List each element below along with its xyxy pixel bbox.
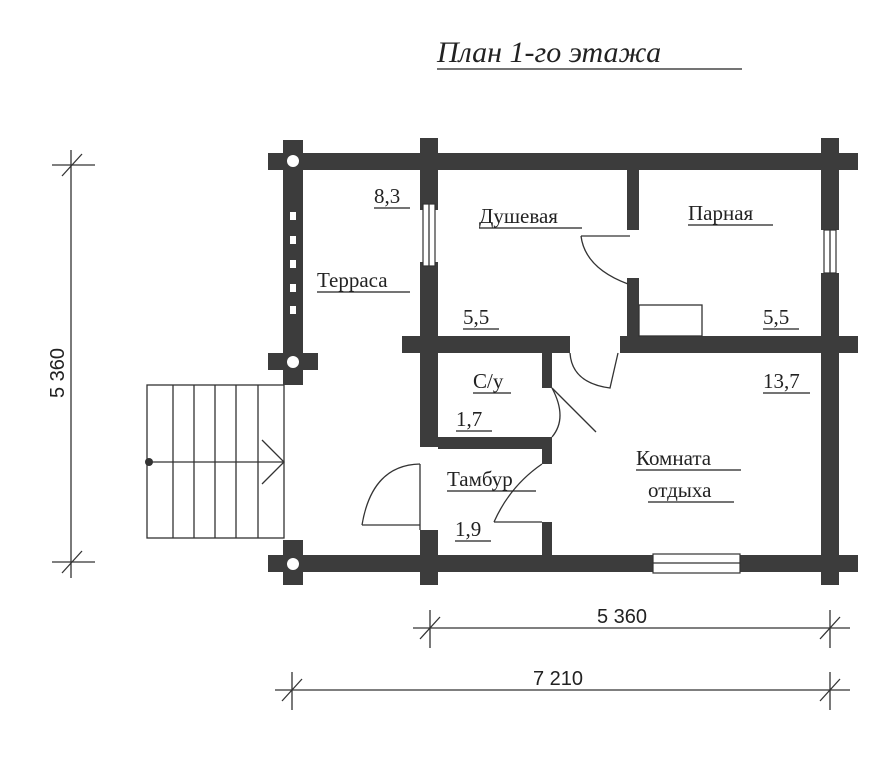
shower-label: Душевая — [479, 204, 558, 228]
vestibule-label: Тамбур — [447, 467, 513, 491]
rest-room-area: 13,7 — [763, 369, 800, 393]
terrace-label: Терраса — [317, 268, 388, 292]
rest-room-label-line1: Комната — [636, 446, 712, 470]
steam-area: 5,5 — [763, 305, 789, 329]
posts — [287, 155, 299, 570]
room-labels: 8,3 Терраса Душевая 5,5 Парная 5,5 С/у 1… — [317, 184, 810, 542]
total-width-dimension: 7 210 — [275, 668, 850, 710]
inner-width-value: 5 360 — [597, 606, 647, 628]
height-dimension-value: 5 360 — [47, 348, 69, 398]
vestibule-area: 1,9 — [455, 517, 481, 541]
terrace-area: 8,3 — [374, 184, 400, 208]
doors — [361, 235, 703, 530]
shower-area: 5,5 — [463, 305, 489, 329]
steam-label: Парная — [688, 201, 754, 225]
walls — [268, 138, 858, 585]
wc-area: 1,7 — [456, 407, 482, 431]
windows — [286, 200, 837, 574]
plan-title: План 1-го этажа — [436, 36, 661, 69]
height-dimension: 5 360 — [47, 150, 95, 578]
total-width-value: 7 210 — [533, 668, 583, 690]
rest-room-label-line2: отдыха — [648, 478, 712, 502]
staircase — [145, 384, 285, 539]
inner-width-dimension: 5 360 — [413, 606, 850, 648]
wc-label: С/у — [473, 369, 504, 393]
